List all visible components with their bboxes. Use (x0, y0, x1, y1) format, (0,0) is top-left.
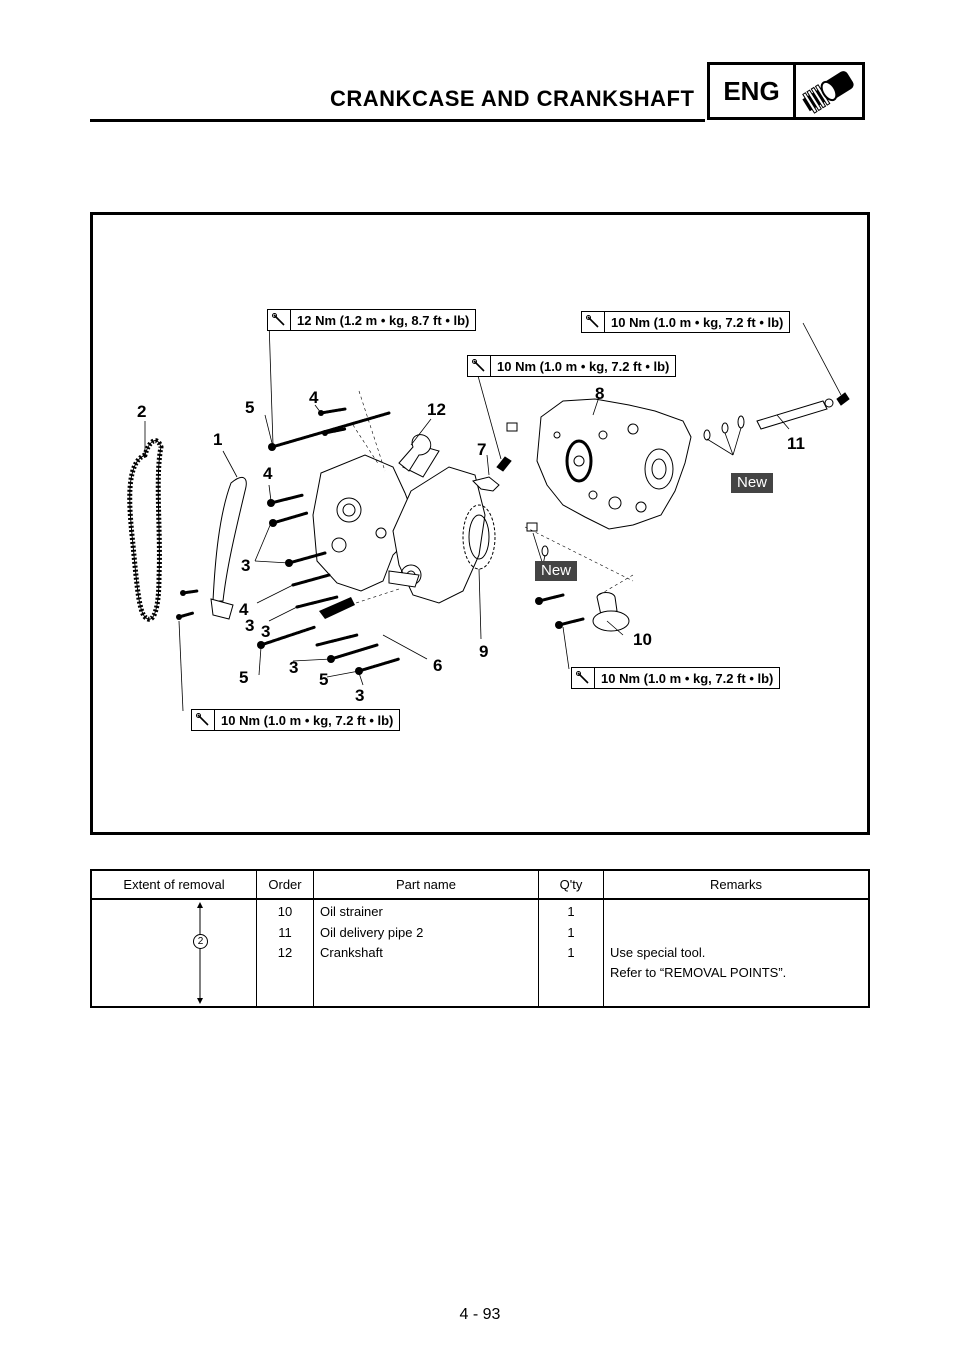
torque-value: 12 Nm (1.2 m • kg, 8.7 ft • lb) (297, 312, 470, 328)
new-part-badge: New (731, 473, 774, 493)
torque-value: 10 Nm (1.0 m • kg, 7.2 ft • lb) (601, 670, 774, 686)
qty-cell: 1 (538, 922, 604, 943)
callout-number: 4 (263, 464, 273, 483)
table-header-row: Extent of removal Order Part name Q'ty R… (90, 869, 870, 900)
remarks-line: Use special tool. (610, 945, 706, 960)
remarks-cell (604, 899, 870, 923)
torque-wrench-icon (268, 310, 291, 330)
torque-value: 10 Nm (1.0 m • kg, 7.2 ft • lb) (611, 314, 784, 330)
part-name-cell: Oil strainer (313, 899, 539, 923)
parts-table: Extent of removal Order Part name Q'ty R… (90, 869, 870, 1008)
torque-value: 10 Nm (1.0 m • kg, 7.2 ft • lb) (221, 712, 394, 728)
torque-spec: 12 Nm (1.2 m • kg, 8.7 ft • lb) (267, 309, 477, 331)
callout-number: 3 (245, 616, 255, 635)
extent-marker: 2 (193, 934, 208, 949)
page-title: CRANKCASE AND CRANKSHAFT (330, 86, 695, 111)
extent-range-arrow (197, 902, 203, 1004)
callout-number: 5 (245, 398, 255, 417)
torque-spec: 10 Nm (1.0 m • kg, 7.2 ft • lb) (191, 709, 401, 731)
callout-number: 4 (239, 600, 249, 619)
callout-number: 3 (355, 686, 365, 705)
table-row: 11 Oil delivery pipe 2 1 (91, 922, 870, 943)
callout-number: 5 (319, 670, 329, 689)
order-cell: 12 (256, 943, 314, 1007)
order-cell: 11 (256, 922, 314, 943)
torque-value: 10 Nm (1.0 m • kg, 7.2 ft • lb) (497, 358, 670, 374)
torque-spec: 10 Nm (1.0 m • kg, 7.2 ft • lb) (467, 355, 677, 377)
torque-spec: 10 Nm (1.0 m • kg, 7.2 ft • lb) (571, 667, 781, 689)
callout-number: 2 (137, 402, 147, 421)
qty-cell: 1 (538, 943, 604, 1007)
part-name-cell: Crankshaft (313, 943, 539, 1007)
callout-number: 6 (433, 656, 443, 675)
exploded-view-drawing (127, 320, 850, 712)
remarks-cell: Use special tool. Refer to “REMOVAL POIN… (604, 943, 870, 1007)
torque-wrench-icon (572, 668, 595, 688)
extent-of-removal-cell: 2 (91, 899, 257, 1007)
table-row: 12 Crankshaft 1 Use special tool. Refer … (91, 943, 869, 1007)
callout-number: 3 (289, 658, 299, 677)
torque-wrench-icon (468, 356, 491, 376)
callout-number: 4 (309, 388, 319, 407)
section-badge: ENG (707, 62, 865, 120)
header-rule (90, 119, 705, 122)
column-header: Part name (313, 869, 539, 900)
part-name-cell: Oil delivery pipe 2 (313, 922, 539, 943)
callout-number: 3 (261, 622, 271, 641)
engine-section-icon (796, 65, 862, 117)
callout-number: 7 (477, 440, 487, 459)
callout-number: 5 (239, 668, 249, 687)
torque-wrench-icon (192, 710, 215, 730)
exploded-view-diagram: 12 Nm (1.2 m • kg, 8.7 ft • lb) 10 Nm (1… (90, 212, 870, 835)
order-cell: 10 (256, 899, 314, 923)
callout-number: 12 (427, 400, 446, 419)
torque-wrench-icon (582, 312, 605, 332)
new-part-badge: New (535, 561, 578, 581)
column-header: Extent of removal (90, 869, 257, 900)
callout-number: 3 (241, 556, 251, 575)
table-row: 2 10 Oil strainer 1 (91, 899, 870, 1007)
section-badge-label: ENG (710, 65, 796, 117)
remarks-cell (604, 923, 870, 943)
callout-number: 10 (633, 630, 652, 649)
page-number: 4 - 93 (459, 1306, 501, 1323)
column-header: Remarks (603, 869, 870, 900)
callout-number: 8 (595, 384, 605, 403)
column-header: Q'ty (538, 869, 604, 900)
qty-cell: 1 (538, 899, 604, 923)
torque-spec: 10 Nm (1.0 m • kg, 7.2 ft • lb) (581, 311, 791, 333)
column-header: Order (256, 869, 314, 900)
callout-number: 9 (479, 642, 489, 661)
callout-number: 11 (787, 434, 805, 453)
callout-number: 1 (213, 430, 223, 449)
remarks-line: Refer to “REMOVAL POINTS”. (610, 965, 787, 980)
